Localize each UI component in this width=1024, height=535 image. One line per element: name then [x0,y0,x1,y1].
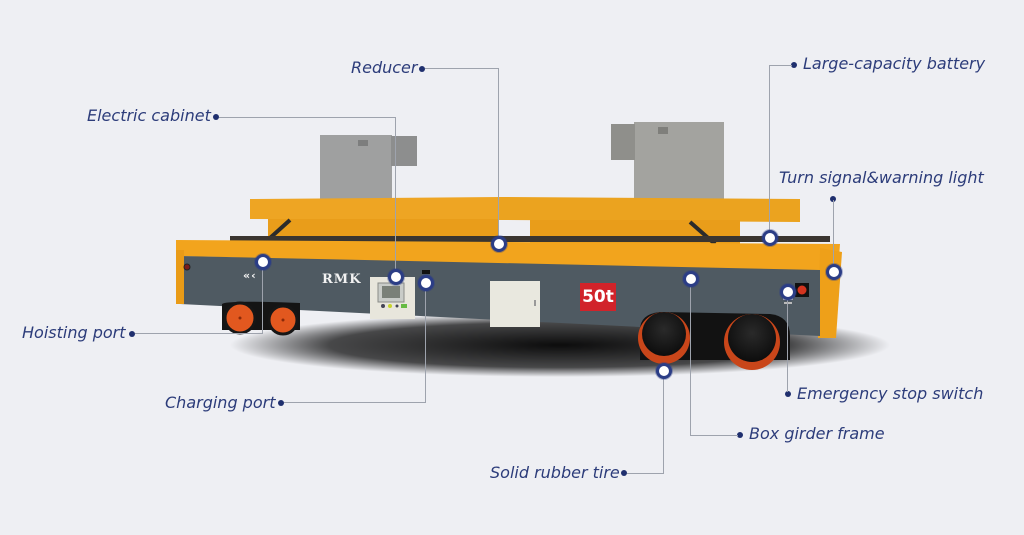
leader-line-hoisting-port [135,333,263,334]
marker-box-girder [683,271,699,287]
callout-dot-box-girder [737,432,743,438]
label-hoisting-port: Hoisting port [22,323,126,342]
marker-charging-port [418,275,434,291]
leader-line-box-girder [690,435,738,436]
callout-dot-hoisting-port [129,331,135,337]
marker-emergency-stop [780,284,796,300]
callout-dot-charging-port [278,400,284,406]
marker-battery [762,230,778,246]
label-battery: Large-capacity battery [803,54,986,73]
leader-line-reducer [425,68,499,69]
label-turn-signal: Turn signal&warning light [779,168,984,187]
brand-logo: RMK [322,272,362,287]
leader-line-battery [769,65,792,66]
label-emergency-stop: Emergency stop switch [797,384,984,403]
label-rubber-tire: Solid rubber tire [490,463,620,482]
marker-rubber-tire [656,363,672,379]
label-charging-port: Charging port [165,393,276,412]
leader-line-reducer-v [498,68,499,243]
leader-line-charging-port [284,402,425,403]
direction-arrows-icon: «‹ [243,269,257,282]
leader-line-rubber-tire-v [663,378,664,474]
callout-dot-battery [791,62,797,68]
leader-line-electric-cabinet [219,117,395,118]
callout-dot-electric-cabinet [213,114,219,120]
leader-line-emergency-stop [787,296,788,392]
leader-line-turn-signal [833,200,834,266]
label-electric-cabinet: Electric cabinet [87,106,211,125]
label-reducer: Reducer [351,58,418,77]
callout-dot-emergency-stop [785,391,791,397]
callout-dot-rubber-tire [621,470,627,476]
leader-line-rubber-tire [627,473,664,474]
capacity-badge: 50t [580,283,616,311]
leader-line-charging-port-v [425,283,426,403]
marker-electric-cabinet [388,269,404,285]
callout-dot-turn-signal [830,196,836,202]
leader-line-battery-v [769,65,770,237]
marker-reducer [491,236,507,252]
leader-line-hoisting-port-v [262,262,263,334]
label-box-girder: Box girder frame [749,424,885,443]
callout-dot-reducer [419,66,425,72]
marker-hoisting-port [255,254,271,270]
marker-turn-signal [826,264,842,280]
leader-line-electric-cabinet-v [395,117,396,274]
leader-line-box-girder-v [690,283,691,436]
